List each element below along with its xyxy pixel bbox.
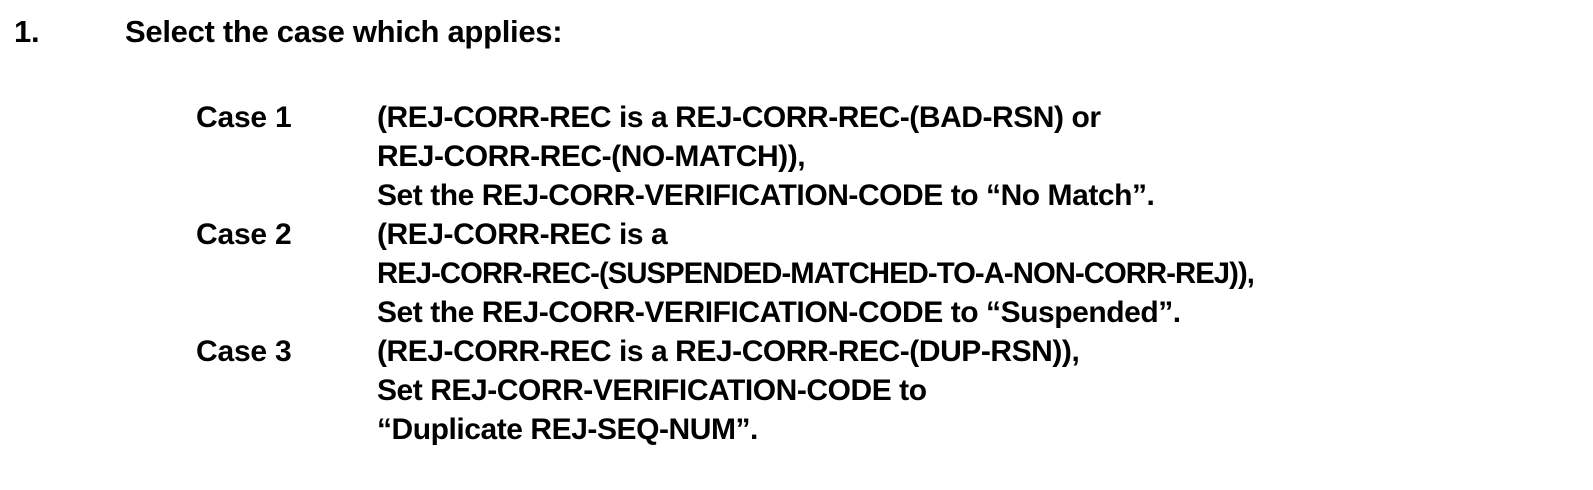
case-list: Case 1 (REJ-CORR-REC is a REJ-CORR-REC-(… <box>0 98 1593 449</box>
case-line: REJ-CORR-REC-(NO-MATCH)), <box>0 137 1593 176</box>
case-line: Set the REJ-CORR-VERIFICATION-CODE to “N… <box>0 176 1593 215</box>
case-label-1: Case 1 <box>196 101 292 134</box>
case-label-2: Case 2 <box>196 218 292 251</box>
case-line: REJ-CORR-REC-(SUSPENDED-MATCHED-TO-A-NON… <box>0 254 1593 293</box>
case-1-condition-line-1: (REJ-CORR-REC is a REJ-CORR-REC-(BAD-RSN… <box>377 101 1101 134</box>
case-line: Set the REJ-CORR-VERIFICATION-CODE to “S… <box>0 293 1593 332</box>
case-1-action-line: Set the REJ-CORR-VERIFICATION-CODE to “N… <box>377 179 1155 212</box>
case-2-condition-line-1: (REJ-CORR-REC is a <box>377 218 668 251</box>
case-2-action-line: Set the REJ-CORR-VERIFICATION-CODE to “S… <box>377 296 1181 329</box>
page-title: Select the case which applies: <box>125 14 563 49</box>
case-3-action-line-1: Set REJ-CORR-VERIFICATION-CODE to <box>377 374 927 407</box>
case-line: Case 1 (REJ-CORR-REC is a REJ-CORR-REC-(… <box>0 98 1593 137</box>
case-label-3: Case 3 <box>196 335 292 368</box>
case-3-action-line-2: “Duplicate REJ-SEQ-NUM”. <box>377 413 758 446</box>
case-3-condition-line-1: (REJ-CORR-REC is a REJ-CORR-REC-(DUP-RSN… <box>377 335 1080 368</box>
case-line: Case 2 (REJ-CORR-REC is a <box>0 215 1593 254</box>
case-2-condition-line-2: REJ-CORR-REC-(SUSPENDED-MATCHED-TO-A-NON… <box>377 257 1255 290</box>
item-number: 1. <box>14 14 40 49</box>
case-line: Case 3 (REJ-CORR-REC is a REJ-CORR-REC-(… <box>0 332 1593 371</box>
case-1-condition-line-2: REJ-CORR-REC-(NO-MATCH)), <box>377 140 806 173</box>
case-line: Set REJ-CORR-VERIFICATION-CODE to <box>0 371 1593 410</box>
case-line: “Duplicate REJ-SEQ-NUM”. <box>0 410 1593 449</box>
numbered-item-heading: 1. Select the case which applies: <box>0 13 1593 53</box>
